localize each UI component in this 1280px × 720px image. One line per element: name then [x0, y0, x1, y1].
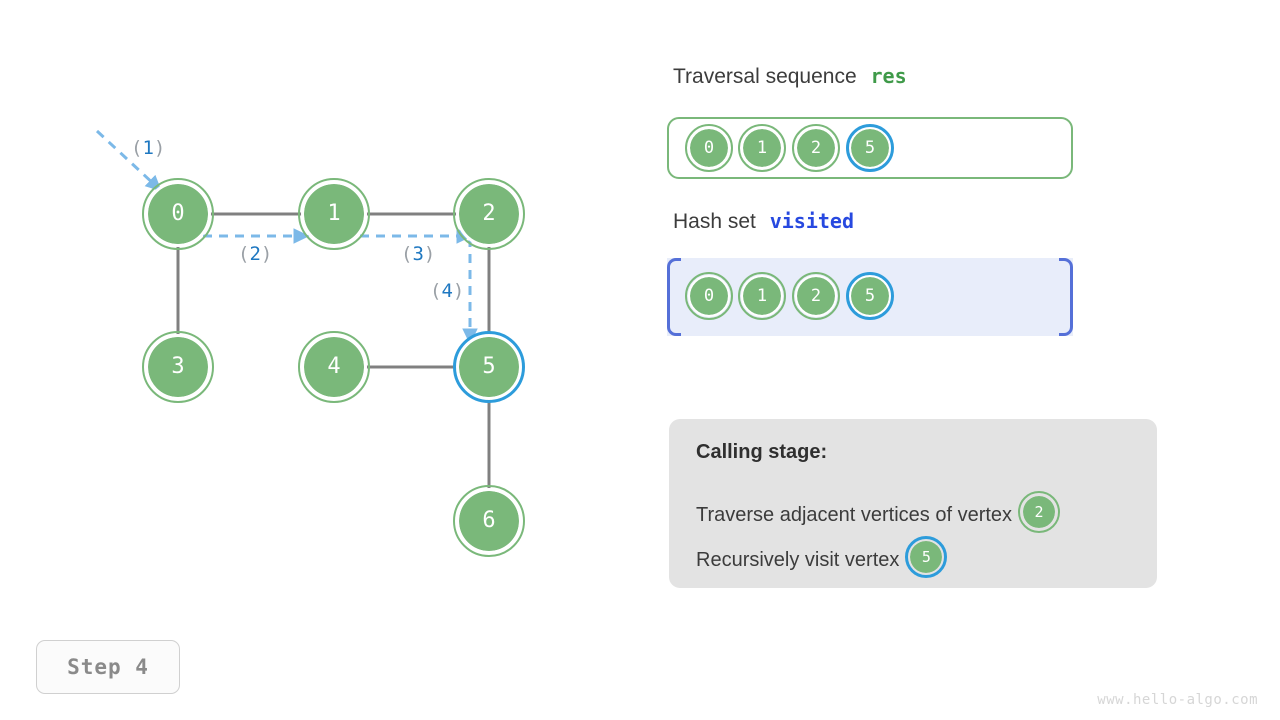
visited-item-0[interactable]: 0 — [685, 272, 733, 320]
visited-set-box — [667, 258, 1073, 336]
item-label: 2 — [810, 138, 822, 158]
traversal-step-label-4: (4) — [430, 280, 465, 302]
vertex-label: 3 — [171, 354, 185, 379]
visited-item-2[interactable]: 2 — [792, 272, 840, 320]
traversal-step-label-2: (2) — [238, 243, 273, 265]
calling-stage-line-1: Traverse adjacent vertices of vertex 2 — [696, 491, 1064, 537]
visited-section-title: Hash set visited — [673, 209, 854, 234]
graph-vertex-5[interactable]: 5 — [453, 331, 525, 403]
right-bracket-icon — [1059, 258, 1073, 336]
edge-group — [176, 212, 491, 493]
item-label: 5 — [864, 138, 876, 158]
badge-label: 2 — [1034, 503, 1044, 521]
item-label: 2 — [810, 286, 822, 306]
calling-stage-badge-vertex-2[interactable]: 2 — [1018, 491, 1061, 533]
badge-ring-highlighted — [905, 536, 948, 578]
res-item-0[interactable]: 0 — [685, 124, 733, 172]
traversal-arrow-group — [95, 129, 478, 345]
res-section-title: Traversal sequence res — [673, 64, 907, 89]
item-label: 0 — [703, 138, 715, 158]
traversal-step-label-1: (1) — [131, 137, 166, 159]
vertex-label: 5 — [482, 354, 496, 379]
item-ring — [738, 124, 786, 172]
item-label: 1 — [756, 138, 768, 158]
vertex-ring-highlighted — [453, 331, 525, 403]
graph-vertex-0[interactable]: 0 — [142, 178, 214, 250]
vertex-label: 1 — [327, 201, 341, 226]
vertex-ring — [298, 331, 370, 403]
graph-vertex-4[interactable]: 4 — [298, 331, 370, 403]
vertex-ring — [142, 178, 214, 250]
item-ring-highlighted — [846, 124, 894, 172]
res-variable-name: res — [870, 64, 907, 88]
vertex-label: 6 — [482, 508, 496, 533]
visited-title-text: Hash set — [673, 210, 756, 233]
res-title-text: Traversal sequence — [673, 65, 857, 88]
item-ring-highlighted — [846, 272, 894, 320]
item-label: 0 — [703, 286, 715, 306]
res-item-3[interactable]: 5 — [846, 124, 894, 172]
res-item-1[interactable]: 1 — [738, 124, 786, 172]
item-label: 1 — [756, 286, 768, 306]
vertex-ring — [453, 485, 525, 557]
calling-stage-line-1-text: Traverse adjacent vertices of vertex — [696, 503, 1013, 526]
badge-slot: 5 — [901, 536, 951, 582]
vertex-label: 2 — [482, 201, 496, 226]
badge-label: 5 — [921, 548, 931, 566]
graph-vertex-2[interactable]: 2 — [453, 178, 525, 250]
badge-ring — [1018, 491, 1061, 533]
graph-vertex-1[interactable]: 1 — [298, 178, 370, 250]
item-ring — [792, 124, 840, 172]
item-ring — [738, 272, 786, 320]
step-badge: Step 4 — [36, 640, 180, 694]
left-bracket-icon — [667, 258, 681, 336]
vertex-ring — [142, 331, 214, 403]
visited-item-3[interactable]: 5 — [846, 272, 894, 320]
vertex-label: 4 — [327, 354, 341, 379]
visited-item-1[interactable]: 1 — [738, 272, 786, 320]
graph-vertex-6[interactable]: 6 — [453, 485, 525, 557]
vertex-label: 0 — [171, 201, 185, 226]
graph-panel: 0 1 2 3 4 5 6 (1) (2) (3) (4) — [95, 129, 525, 557]
res-item-2[interactable]: 2 — [792, 124, 840, 172]
item-ring — [685, 124, 733, 172]
calling-stage-badge-vertex-5[interactable]: 5 — [905, 536, 948, 578]
item-ring — [792, 272, 840, 320]
calling-stage-title: Calling stage: — [696, 441, 828, 463]
visited-variable-name: visited — [769, 209, 855, 233]
traversal-step-label-3: (3) — [401, 243, 436, 265]
graph-vertex-3[interactable]: 3 — [142, 331, 214, 403]
item-ring — [685, 272, 733, 320]
traversal-arrow-1 — [95, 129, 162, 192]
vertex-ring — [298, 178, 370, 250]
calling-stage-line-2-text: Recursively visit vertex — [696, 548, 900, 571]
calling-stage-line-2: Recursively visit vertex 5 — [696, 536, 951, 582]
item-label: 5 — [864, 286, 876, 306]
badge-slot: 2 — [1014, 491, 1064, 537]
graph-edges-and-arrows — [95, 129, 491, 493]
watermark: www.hello-algo.com — [1097, 692, 1258, 708]
vertex-ring — [453, 178, 525, 250]
calling-stage-panel: Calling stage: Traverse adjacent vertice… — [669, 419, 1157, 588]
